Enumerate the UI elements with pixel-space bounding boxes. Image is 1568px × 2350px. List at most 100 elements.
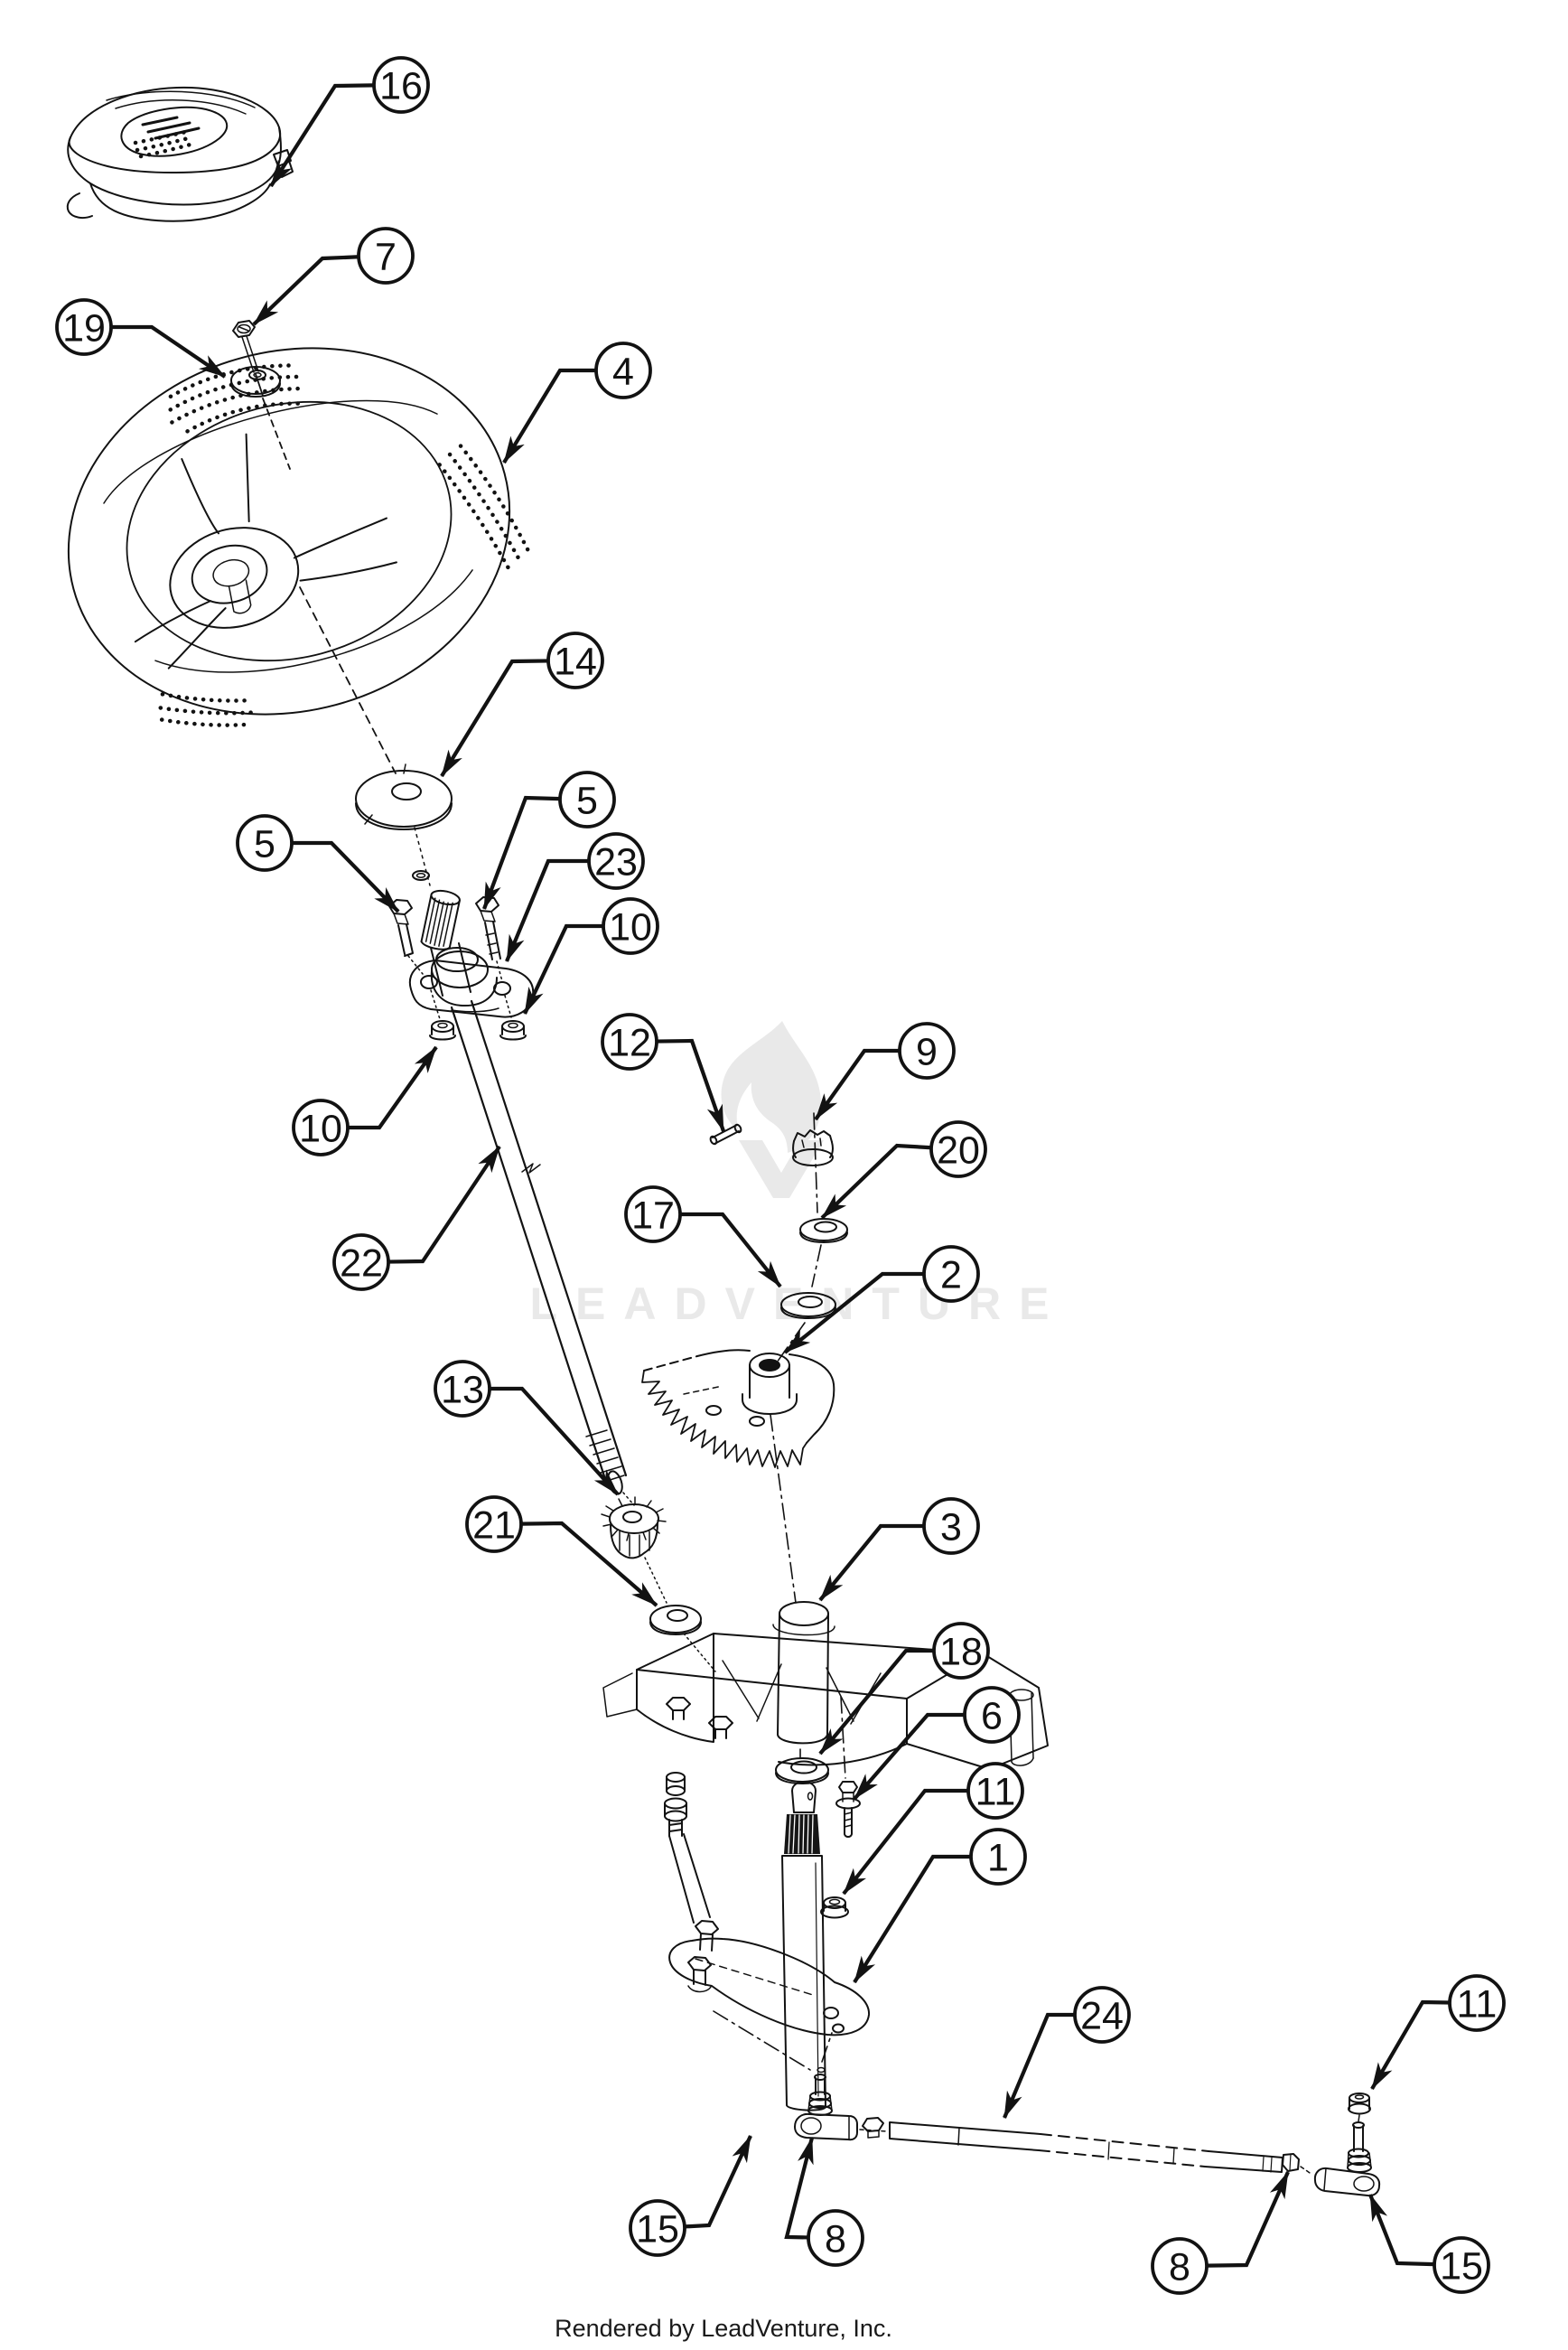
callout-8: 8 <box>784 2137 864 2267</box>
callout-balloon <box>929 1120 987 1178</box>
callout-balloon <box>602 897 659 955</box>
callout-number: 3 <box>940 1505 962 1549</box>
part-steering-wheel <box>67 347 530 727</box>
callout-leader-line <box>783 1271 924 1354</box>
callout-24: 24 <box>1003 1986 1131 2119</box>
callout-17: 17 <box>624 1185 782 1288</box>
callout-leader-line <box>490 1386 620 1496</box>
callout-number: 10 <box>299 1107 342 1150</box>
callout-15: 15 <box>1368 2194 1490 2294</box>
callout-5: 5 <box>236 814 400 913</box>
part-bearing-flange <box>407 889 535 1020</box>
part-tie-rod-end-right <box>1313 2114 1381 2197</box>
callout-number: 5 <box>576 779 598 822</box>
callout-leader-line <box>111 324 227 379</box>
callout-leader-line <box>853 1712 965 1801</box>
callout-leader-line <box>252 255 359 326</box>
callout-leader-line <box>1206 2171 1290 2268</box>
callout-balloon <box>587 832 645 890</box>
part-roll-pin <box>709 1123 742 1146</box>
callout-number: 8 <box>1169 2245 1190 2289</box>
callout-6: 6 <box>853 1686 1021 1801</box>
part-hex-bolt-right <box>475 896 501 960</box>
callout-leader-line <box>656 1038 725 1132</box>
callout-number: 16 <box>379 64 423 108</box>
callout-11: 11 <box>1370 1974 1506 2091</box>
callout-10: 10 <box>523 897 659 1015</box>
callout-leader-line <box>292 840 400 913</box>
callout-balloon <box>601 1013 658 1071</box>
callout-19: 19 <box>55 298 227 379</box>
part-steering-bracket <box>602 1601 1049 1770</box>
callout-balloon <box>236 814 294 872</box>
callout-number: 17 <box>631 1194 675 1237</box>
callout-leader-line <box>269 83 375 188</box>
callout-number: 18 <box>939 1630 983 1673</box>
callout-16: 16 <box>269 56 430 188</box>
callout-15: 15 <box>629 2135 752 2257</box>
callout-balloon <box>966 1762 1024 1820</box>
callout-18: 18 <box>818 1622 990 1755</box>
callout-20: 20 <box>820 1120 987 1220</box>
callout-number: 8 <box>825 2217 846 2261</box>
part-drag-link <box>664 1772 719 1993</box>
callout-13: 13 <box>434 1360 620 1496</box>
callout-number: 23 <box>594 840 638 884</box>
callout-leader-line <box>820 1143 932 1220</box>
callout-number: 22 <box>340 1241 383 1285</box>
callout-balloon <box>963 1686 1021 1744</box>
callout-4: 4 <box>502 342 652 464</box>
callout-balloon <box>372 56 430 114</box>
callout-number: 9 <box>916 1030 938 1073</box>
callout-balloon <box>558 771 616 829</box>
part-tie-rod <box>859 2121 1313 2176</box>
callout-number: 24 <box>1080 1994 1124 2037</box>
callout-number: 10 <box>609 905 652 949</box>
watermark-flame-icon <box>721 1021 824 1198</box>
callout-leader-line <box>842 1788 968 1896</box>
callout-number: 4 <box>612 350 634 393</box>
callout-balloon <box>434 1360 491 1418</box>
callout-5: 5 <box>482 771 616 910</box>
callout-number: 13 <box>441 1368 484 1411</box>
callout-22: 22 <box>332 1145 501 1291</box>
callout-leader-line <box>1003 2012 1075 2119</box>
callout-21: 21 <box>465 1495 658 1607</box>
callout-number: 1 <box>987 1836 1009 1879</box>
callout-balloon <box>932 1622 990 1680</box>
callout-balloon <box>922 1497 980 1555</box>
callout-1: 1 <box>853 1828 1027 1984</box>
callout-3: 3 <box>818 1497 980 1602</box>
callout-number: 14 <box>554 640 597 683</box>
callout-leader-line <box>348 1045 438 1130</box>
part-wheel-washer <box>355 763 453 886</box>
callout-leader-line <box>520 1521 658 1607</box>
callout-number: 12 <box>608 1021 651 1064</box>
part-washer-20 <box>799 1218 848 1243</box>
callout-balloon <box>546 632 604 689</box>
part-lower-steering-shaft <box>668 1781 871 2111</box>
callout-balloon <box>1433 2236 1490 2294</box>
callout-balloon <box>922 1245 980 1303</box>
callout-9: 9 <box>814 1022 956 1121</box>
callout-balloon <box>807 2209 864 2267</box>
part-steering-wheel-cap <box>66 86 294 222</box>
callout-balloon <box>357 227 415 285</box>
callout-leader-line <box>784 2137 815 2240</box>
part-flange-nut-right <box>499 1020 527 1041</box>
callout-balloon <box>1151 2237 1209 2295</box>
callout-balloon <box>292 1099 350 1156</box>
callout-leader-line <box>1368 2194 1435 2267</box>
callout-number: 2 <box>940 1253 962 1297</box>
part-sector-gear <box>641 1349 835 1468</box>
callout-14: 14 <box>440 632 604 778</box>
callout-balloon <box>465 1495 523 1553</box>
part-shoulder-bolt <box>835 1781 861 1838</box>
part-washer-18 <box>775 1757 829 1784</box>
callout-balloon <box>629 2199 686 2257</box>
part-flange-nut-left <box>429 1020 456 1041</box>
callout-balloon <box>898 1022 956 1080</box>
